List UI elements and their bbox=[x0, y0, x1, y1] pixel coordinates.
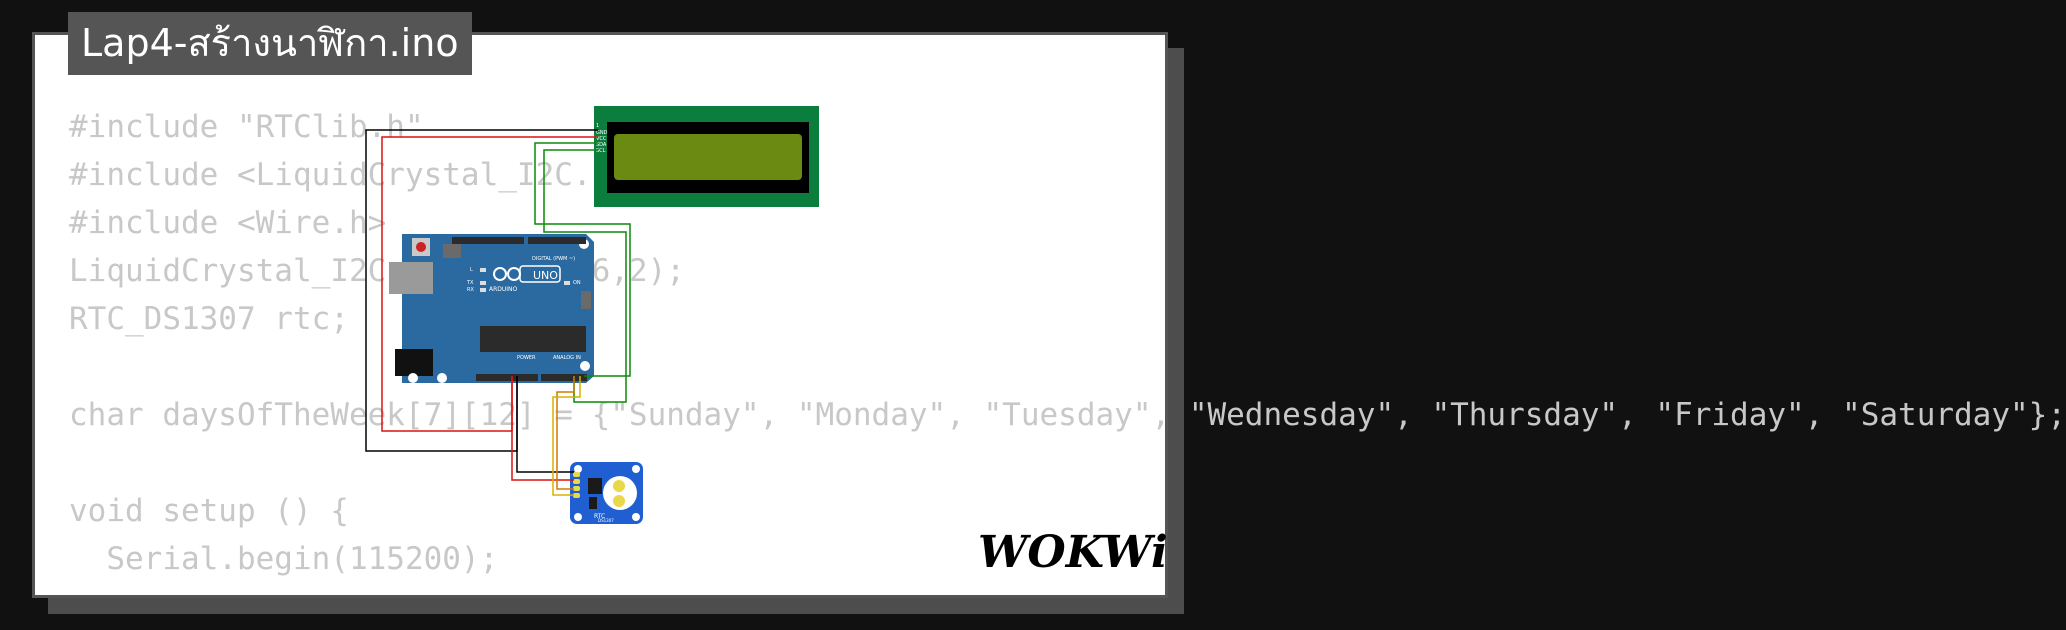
led-on-label: ON bbox=[573, 280, 581, 286]
lcd-pin-label: SCL bbox=[596, 148, 606, 154]
power-header bbox=[476, 374, 538, 381]
lcd-pin-label: VCC bbox=[596, 136, 607, 142]
power-jack bbox=[395, 349, 433, 376]
usb-port bbox=[389, 262, 433, 294]
rtc-label: RTC bbox=[594, 513, 605, 520]
code-line: Serial.begin(115200); bbox=[69, 541, 499, 577]
led-l-label: L bbox=[470, 267, 473, 273]
arduino-brand-label: ARDUINO bbox=[489, 286, 518, 293]
code-line: void setup () { bbox=[69, 493, 349, 529]
power-label: POWER bbox=[517, 355, 536, 361]
wire-gnd-rtc bbox=[516, 376, 574, 473]
lcd-pin-label: GND bbox=[596, 130, 608, 136]
led-rx-label: RX bbox=[467, 287, 474, 293]
rtc-module[interactable]: RTC DS1307 bbox=[570, 462, 643, 524]
arduino-logo: UNO ARDUINO bbox=[489, 265, 561, 293]
code-line: char daysOfTheWeek[7][12] = {"Sunday", "… bbox=[69, 397, 2066, 433]
wire-sda-lcd bbox=[534, 142, 631, 377]
digital-label: DIGITAL (PWM ~) bbox=[532, 256, 575, 262]
lcd-pin-label: 1 bbox=[596, 123, 599, 129]
coin-battery bbox=[603, 476, 637, 510]
wires bbox=[365, 129, 631, 496]
lcd-pin-label: SDA bbox=[596, 142, 607, 148]
analog-label: ANALOG IN bbox=[553, 355, 581, 361]
code-line: RTC_DS1307 rtc; bbox=[69, 301, 349, 337]
led-tx-label: TX bbox=[466, 280, 474, 286]
page-title: Lap4-สร้างนาฬิกา.ino bbox=[68, 12, 472, 75]
wire-scl-rtc bbox=[552, 376, 581, 496]
arduino-model-label: UNO bbox=[533, 269, 558, 282]
lcd-pin-labels: 1 GND VCC SDA SCL bbox=[596, 123, 608, 154]
rtc-chip bbox=[588, 478, 602, 494]
code-line: #include <Wire.h> bbox=[69, 205, 387, 241]
lcd-display[interactable]: 1 GND VCC SDA SCL bbox=[594, 106, 819, 207]
wokwi-logo: WOKWi bbox=[978, 527, 1168, 578]
code-line: #include <LiquidCrystal_I2C.h> bbox=[69, 157, 629, 193]
svg-text:WOKWi: WOKWi bbox=[978, 527, 1168, 578]
wire-scl-lcd bbox=[543, 149, 627, 403]
microcontroller-chip bbox=[480, 326, 586, 352]
wire-sda-rtc bbox=[556, 376, 575, 490]
code-line: #include "RTClib.h" bbox=[69, 109, 424, 145]
rtc-chip-label: DS1307 bbox=[598, 518, 614, 523]
circuit-diagram: 1 GND VCC SDA SCL DIGITAL (PWM ~) L TX R… bbox=[365, 106, 819, 524]
analog-header bbox=[541, 374, 587, 381]
arduino-uno-board[interactable]: DIGITAL (PWM ~) L TX RX ON UNO ARDUINO P… bbox=[389, 234, 594, 383]
digital-header bbox=[452, 237, 524, 244]
code-preview: #include "RTClib.h" #include <LiquidCryst… bbox=[69, 103, 2066, 583]
